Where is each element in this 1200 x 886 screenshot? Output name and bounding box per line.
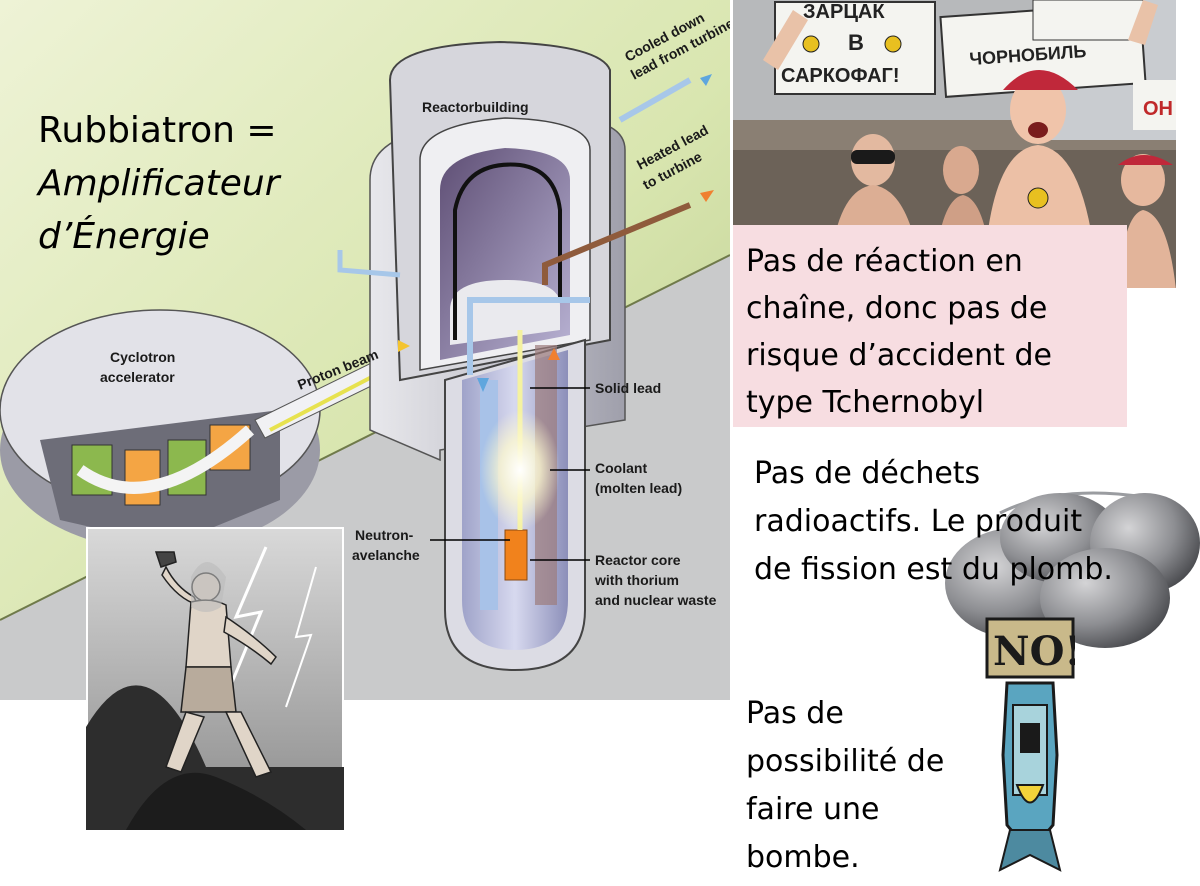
reactor-building — [369, 40, 626, 462]
label-neutron-line2: avelanche — [352, 547, 420, 563]
label-coolant-line2: (molten lead) — [595, 480, 682, 496]
reactor-core — [504, 529, 528, 581]
cyclotron-accelerator — [0, 309, 321, 550]
label-coolant-line1: Coolant — [595, 460, 647, 476]
label-core-line1: Reactor core — [595, 552, 681, 568]
label-cyclotron-line1: Cyclotron — [110, 349, 175, 365]
chain-reaction-text: Pas de réaction en chaîne, donc pas de r… — [746, 244, 1052, 420]
label-core-line2: with thorium — [594, 572, 679, 588]
title-line-3: d’Énergie — [38, 216, 210, 257]
no-label: NO! — [993, 628, 1075, 675]
prometheus-engraving — [86, 527, 344, 830]
no-bomb-badge: NO! — [985, 617, 1075, 872]
title-line-2: Amplificateur — [38, 163, 280, 204]
lead-weights-image — [945, 491, 1200, 648]
label-cyclotron-line2: accelerator — [100, 369, 175, 385]
waste-text: Pas de déchets radioactifs. Le produit d… — [754, 456, 1113, 587]
slide-title: Rubbiatron = Amplificateur d’Énergie — [38, 104, 338, 263]
bomb-text: Pas de possibilité de faire une bombe. — [746, 696, 945, 875]
label-core-line3: and nuclear waste — [595, 592, 717, 608]
title-line-1: Rubbiatron = — [38, 110, 277, 151]
svg-text:САРКОФАГ!: САРКОФАГ! — [781, 65, 900, 87]
chain-reaction-callout — [733, 225, 1127, 427]
svg-text:ОН: ОН — [1143, 98, 1173, 120]
protest-sign-left: ЗАРЦАК В САРКОФАГ! — [774, 1, 936, 95]
label-solid-lead: Solid lead — [595, 380, 661, 396]
label-neutron-line1: Neutron- — [355, 527, 414, 543]
svg-text:В: В — [848, 30, 864, 55]
reactor-diagram: Reactorbuilding Cooled down lead from tu… — [0, 0, 730, 700]
svg-text:ЗАРЦАК: ЗАРЦАК — [803, 1, 885, 23]
label-reactorbuilding: Reactorbuilding — [422, 99, 529, 115]
